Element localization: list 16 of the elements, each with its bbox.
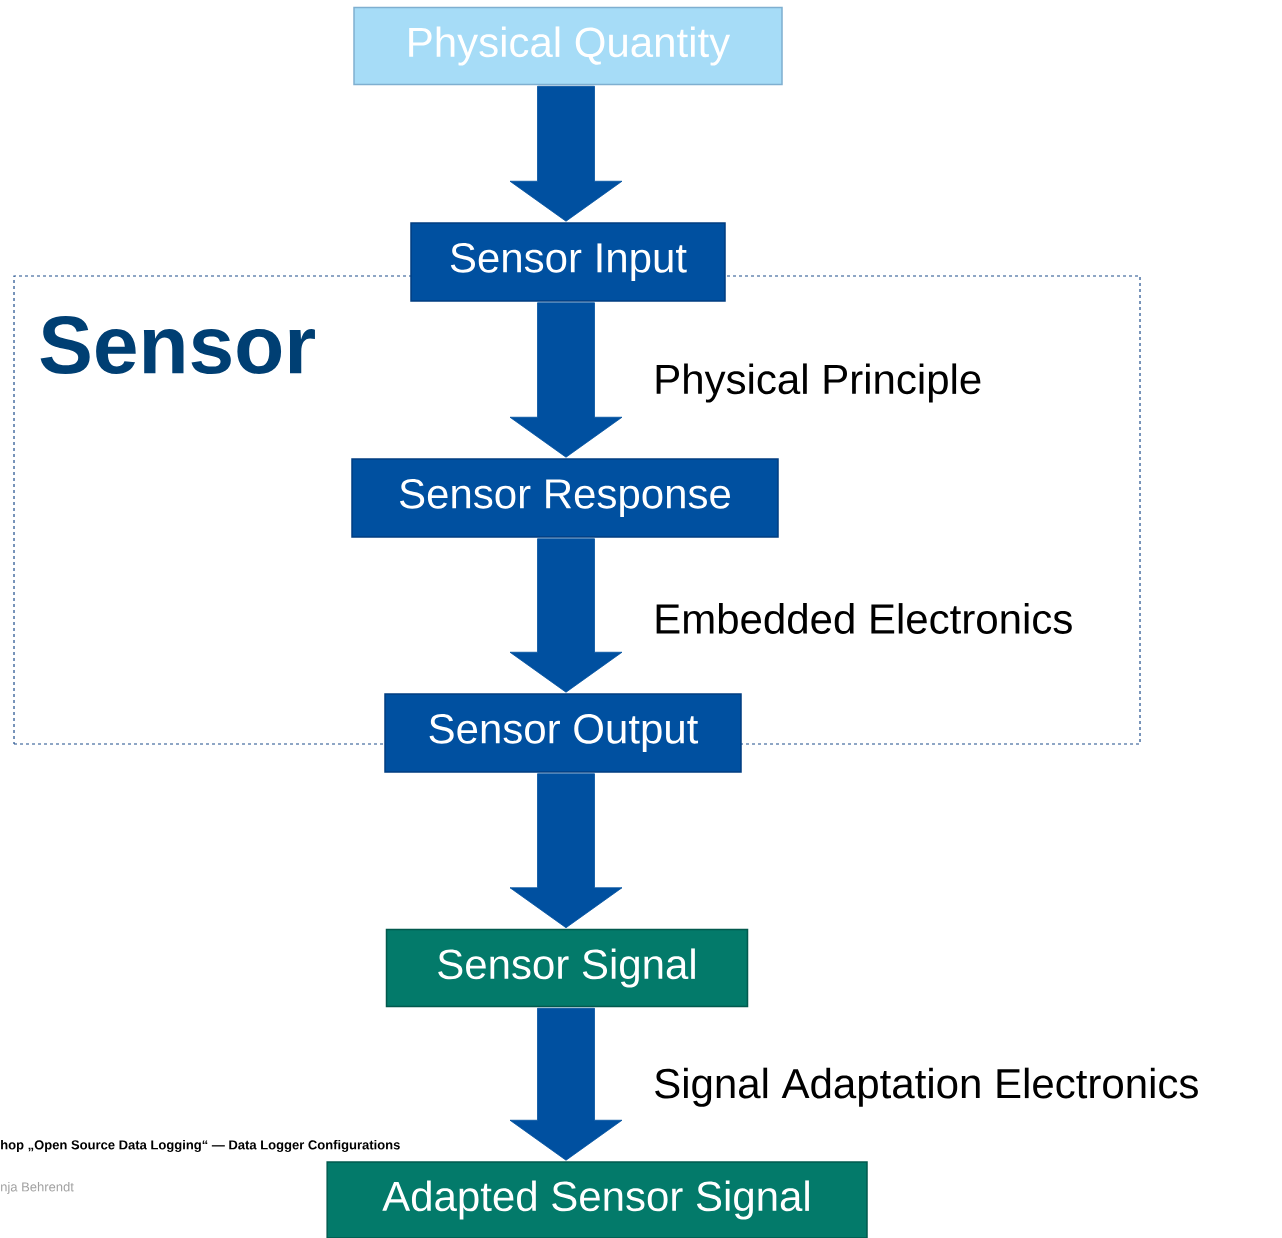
block-arrow xyxy=(509,1007,623,1161)
process-box: Sensor Output xyxy=(384,693,742,773)
block-arrow xyxy=(509,302,623,458)
process-box: Physical Quantity xyxy=(353,6,783,86)
edge-label: Signal Adaptation Electronics xyxy=(655,1067,1198,1107)
process-box: Sensor Signal xyxy=(385,928,749,1008)
block-arrow xyxy=(509,773,623,929)
edge-label: Embedded Electronics xyxy=(656,603,1072,634)
footer-title: hop „Open Source Data Logging“ — Data Logger Configurations xyxy=(1,1139,400,1153)
process-box: Adapted Sensor Signal xyxy=(326,1161,868,1238)
edge-label: Physical Principle xyxy=(656,363,981,403)
footer-author: nja Behrendt xyxy=(1,1181,74,1195)
process-box: Sensor Input xyxy=(410,222,726,302)
block-arrow xyxy=(509,538,623,693)
process-box: Sensor Response xyxy=(351,458,779,538)
block-arrow xyxy=(509,85,623,222)
